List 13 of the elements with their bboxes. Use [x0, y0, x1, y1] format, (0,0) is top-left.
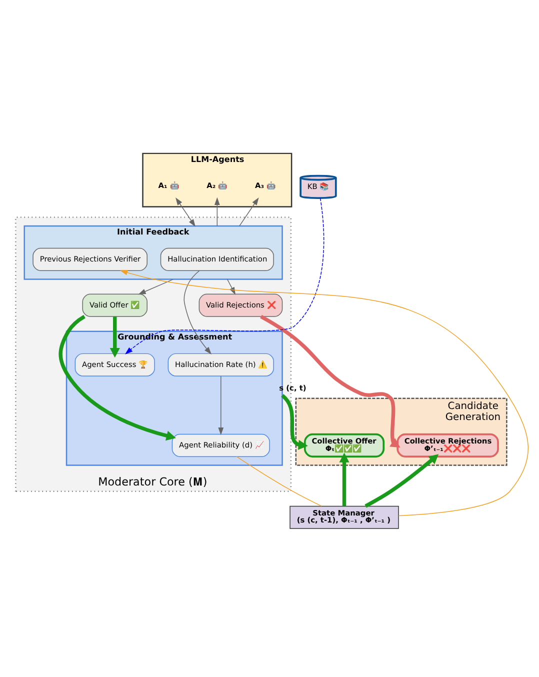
arrow [138, 278, 174, 295]
arrow [125, 198, 324, 354]
arrow [110, 316, 120, 358]
arrow [176, 197, 196, 227]
arrow [281, 394, 308, 450]
arrow [120, 270, 528, 516]
arrow [339, 452, 350, 506]
connector [236, 456, 322, 506]
arrow [214, 197, 220, 226]
arrow [218, 376, 224, 436]
arrow [58, 314, 176, 441]
arrow [364, 454, 439, 508]
arrow [260, 314, 400, 448]
